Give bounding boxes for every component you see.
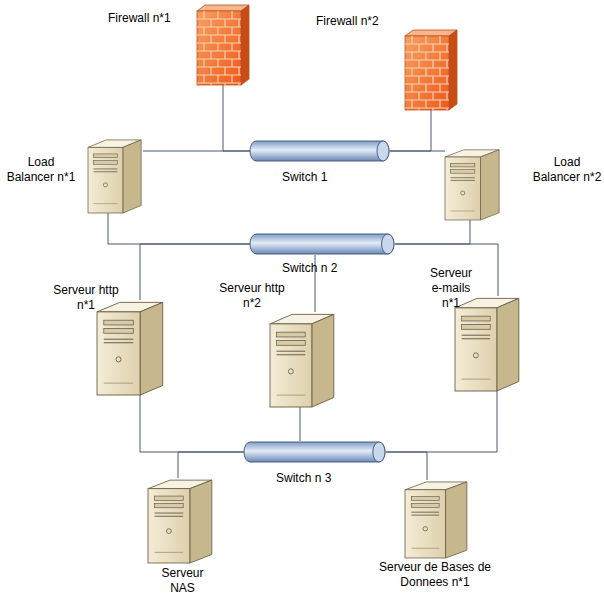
network-link	[143, 151, 250, 152]
node-label: Switch n 2	[282, 261, 372, 276]
server-node: Serveur NAS	[148, 478, 214, 563]
node-label: Firewall n*2	[316, 14, 404, 29]
network-link	[108, 213, 250, 244]
firewall-icon	[405, 30, 457, 110]
server-node: Load Balancer n*1	[88, 138, 143, 213]
network-link	[140, 395, 244, 452]
server-node: Serveur http n*1	[97, 300, 165, 395]
firewall-node: Firewall n*1	[197, 5, 249, 85]
node-label: Load Balancer n*1	[4, 155, 78, 185]
node-label: Load Balancer n*2	[530, 155, 604, 185]
switch-cylinder	[244, 441, 386, 463]
switch-node: Switch n 3	[244, 441, 386, 463]
server-icon	[405, 480, 469, 558]
switch-node: Switch 1	[250, 140, 390, 162]
network-link	[223, 85, 250, 151]
server-icon	[455, 296, 521, 391]
node-label: Serveur http n*1	[46, 283, 126, 313]
server-node: Serveur de Bases de Donnees n*1	[405, 480, 469, 558]
network-link	[390, 151, 445, 152]
network-link	[300, 407, 301, 441]
server-node: Load Balancer n*2	[445, 148, 501, 220]
server-node: Serveur e-mails n*1	[455, 296, 521, 391]
switch-node: Switch n 2	[250, 233, 395, 255]
network-link	[386, 391, 497, 452]
network-link	[178, 452, 244, 478]
firewall-node: Firewall n*2	[405, 30, 457, 110]
node-label: Firewall n*1	[108, 11, 196, 26]
node-label: Serveur e-mails n*1	[423, 266, 479, 311]
server-node: Serveur http n*2	[270, 312, 336, 407]
switch-cylinder	[250, 233, 395, 255]
node-label: Serveur NAS	[155, 566, 210, 596]
server-icon	[445, 148, 501, 220]
firewall-icon	[197, 5, 249, 85]
node-label: Serveur de Bases de Donnees n*1	[370, 560, 500, 590]
network-link	[395, 220, 470, 244]
network-link	[386, 452, 427, 480]
network-link	[390, 110, 431, 151]
server-icon	[148, 478, 214, 563]
node-label: Switch 1	[282, 170, 362, 185]
switch-cylinder	[250, 140, 390, 162]
node-label: Switch n 3	[276, 471, 366, 486]
server-icon	[270, 312, 336, 407]
server-icon	[97, 300, 165, 395]
server-icon	[88, 138, 143, 213]
node-label: Serveur http n*2	[212, 281, 292, 311]
